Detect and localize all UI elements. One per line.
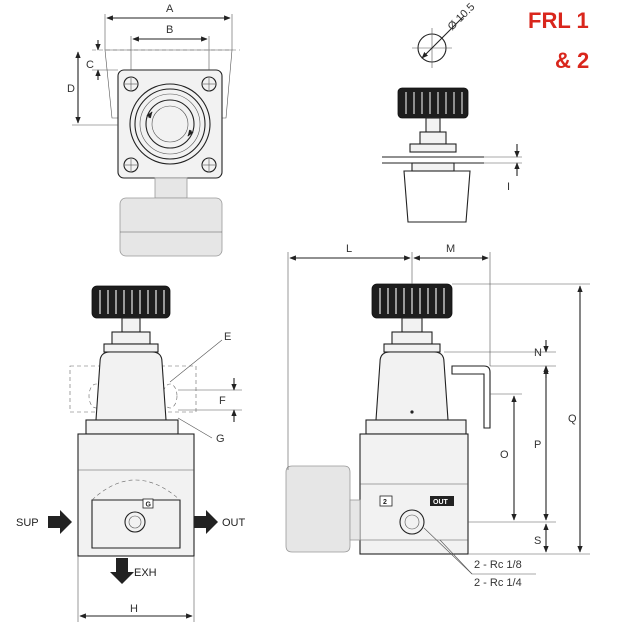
dim-m-label: M bbox=[446, 243, 455, 255]
side-port-hole bbox=[399, 509, 425, 535]
knob-detail bbox=[397, 87, 469, 119]
port-number-tag: 2 bbox=[383, 499, 387, 506]
out-arrow-icon bbox=[194, 510, 218, 534]
dim-d-label: D bbox=[67, 83, 75, 95]
exh-label: EXH bbox=[134, 567, 157, 579]
panel-nut bbox=[85, 419, 179, 435]
front-view: G SUP OUT EXH E G F H bbox=[16, 285, 246, 622]
dim-n-label: N bbox=[534, 347, 542, 359]
dim-g-label: G bbox=[216, 433, 225, 445]
regulator-body-top bbox=[117, 69, 223, 179]
main-body-side bbox=[359, 433, 469, 555]
dim-e-label: E bbox=[224, 331, 231, 343]
dim-b-label: B bbox=[166, 24, 173, 36]
dim-c-label: C bbox=[86, 59, 94, 71]
sup-arrow-icon bbox=[48, 510, 72, 534]
port-hole bbox=[124, 511, 146, 533]
lower-body bbox=[119, 197, 223, 257]
dim-h-label: H bbox=[130, 603, 138, 615]
adjustment-knob bbox=[91, 285, 171, 319]
dim-a-label: A bbox=[166, 3, 174, 15]
pressure-gauge bbox=[285, 465, 351, 553]
dim-q-label: Q bbox=[568, 413, 577, 425]
panel-nut-side bbox=[365, 419, 467, 435]
hole-diameter-label: Ø 10.5 bbox=[446, 1, 478, 33]
exh-arrow-icon bbox=[110, 558, 134, 584]
knob-top-view bbox=[129, 83, 211, 165]
thread-spec-1: 2 - Rc 1/8 bbox=[474, 559, 522, 571]
dim-s-label: S bbox=[534, 535, 541, 547]
out-label: OUT bbox=[222, 517, 246, 529]
bonnet bbox=[95, 351, 167, 421]
bonnet-side bbox=[375, 351, 449, 421]
title-line-2: & 2 bbox=[555, 48, 589, 73]
dim-l-label: L bbox=[346, 243, 352, 255]
title-line-1: FRL 1 bbox=[528, 8, 589, 33]
dim-f-label: F bbox=[219, 395, 226, 407]
side-view: 2 OUT L M N O P Q bbox=[285, 243, 590, 589]
gauge-tag: G bbox=[146, 502, 152, 509]
stem-block bbox=[154, 177, 188, 199]
thread-spec-2: 2 - Rc 1/4 bbox=[474, 577, 522, 589]
title-block: FRL 1 & 2 bbox=[528, 8, 589, 73]
top-view: A B C D bbox=[67, 3, 240, 257]
mounting-bracket bbox=[104, 49, 233, 119]
dim-o-label: O bbox=[500, 449, 509, 461]
panel-thickness-detail: I bbox=[382, 87, 522, 223]
dim-i-label: I bbox=[507, 181, 510, 193]
panel-hole-detail: Ø 10.5 bbox=[412, 1, 477, 68]
bracket-side bbox=[451, 365, 491, 429]
port-out-tag: OUT bbox=[433, 499, 449, 506]
sup-label: SUP bbox=[16, 517, 39, 529]
mounting-screws bbox=[123, 76, 217, 173]
dim-p-label: P bbox=[534, 439, 541, 451]
main-body bbox=[77, 433, 195, 557]
